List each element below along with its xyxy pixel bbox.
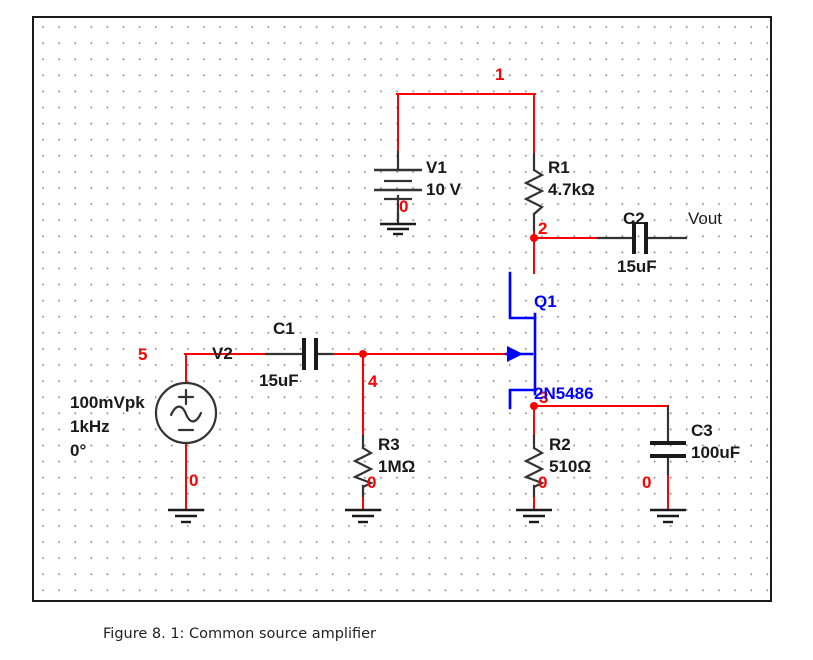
c2-value-label: 15uF (617, 257, 657, 276)
ground-symbol-c3 (650, 508, 686, 524)
node-label-4: 4 (368, 372, 378, 391)
component-r3-resistor[interactable] (352, 447, 374, 488)
junction-dot-node4 (359, 350, 367, 358)
ground-group (168, 222, 686, 524)
v1-ref-label: V1 (426, 158, 447, 177)
q1-gate-arrow-icon (507, 346, 523, 362)
c3-ref-label: C3 (691, 421, 713, 440)
v2-plus-sign (177, 388, 195, 406)
q1-ref-label: Q1 (534, 292, 557, 311)
component-c2-capacitor[interactable] (632, 222, 648, 254)
r1-ref-label: R1 (548, 158, 570, 177)
component-r2-resistor[interactable] (523, 447, 545, 488)
r3-ref-label: R3 (378, 435, 400, 454)
vout-port-label: Vout (688, 209, 723, 228)
junction-dot-group (359, 234, 538, 410)
schematic-canvas: 1 2 3 4 5 0 0 0 0 0 V1 10 V R1 4.7kΩ C2 … (32, 16, 772, 602)
node-label-gnd-r2: 0 (538, 473, 548, 492)
junction-dot-node3 (530, 402, 538, 410)
component-c3-capacitor[interactable] (650, 441, 686, 458)
circuit-drawing (154, 93, 688, 524)
c2-ref-label: C2 (623, 209, 645, 228)
v1-value-label: 10 V (426, 180, 461, 199)
node-label-5: 5 (138, 345, 148, 364)
component-v2-ac-source[interactable] (154, 381, 218, 445)
r3-value-label: 1MΩ (378, 457, 416, 476)
r1-value-label: 4.7kΩ (548, 180, 595, 199)
node-label-2: 2 (538, 219, 548, 238)
c3-value-label: 100uF (691, 443, 741, 462)
q1-drain-lead (508, 271, 537, 320)
r1-zigzag (523, 169, 545, 215)
component-v1-battery[interactable] (374, 168, 422, 201)
node-label-1: 1 (495, 65, 505, 84)
v2-sine-glyph (169, 405, 203, 423)
ground-symbol-v1 (380, 222, 416, 236)
ground-symbol-r3 (345, 508, 381, 524)
r2-value-label: 510Ω (549, 457, 591, 476)
c1-ref-label: C1 (273, 319, 295, 338)
v2-ref-label: V2 (212, 344, 233, 363)
r3-zigzag (352, 447, 374, 488)
r2-ref-label: R2 (549, 435, 571, 454)
c1-value-label: 15uF (259, 371, 299, 390)
v2-frequency-label: 1kHz (70, 417, 110, 436)
node-label-gnd-v1: 0 (399, 197, 409, 216)
q1-model-label: 2N5486 (534, 384, 594, 403)
component-c1-capacitor[interactable] (302, 338, 318, 370)
junction-dot-node2 (530, 234, 538, 242)
ground-symbol-v2 (168, 508, 204, 524)
component-r1-resistor[interactable] (523, 169, 545, 215)
node-label-gnd-v2: 0 (189, 471, 199, 490)
node-label-gnd-r3: 0 (367, 473, 377, 492)
node-label-gnd-c3: 0 (642, 473, 652, 492)
wire-group-red (184, 93, 669, 511)
figure-caption: Figure 8. 1: Common source amplifier (103, 626, 377, 642)
r2-zigzag (523, 447, 545, 488)
node-label-3: 3 (539, 388, 549, 407)
ground-symbol-r2 (516, 508, 552, 524)
v2-amplitude-label: 100mVpk (70, 393, 145, 412)
v2-phase-label: 0° (70, 441, 87, 460)
wire-group-black (184, 150, 688, 498)
